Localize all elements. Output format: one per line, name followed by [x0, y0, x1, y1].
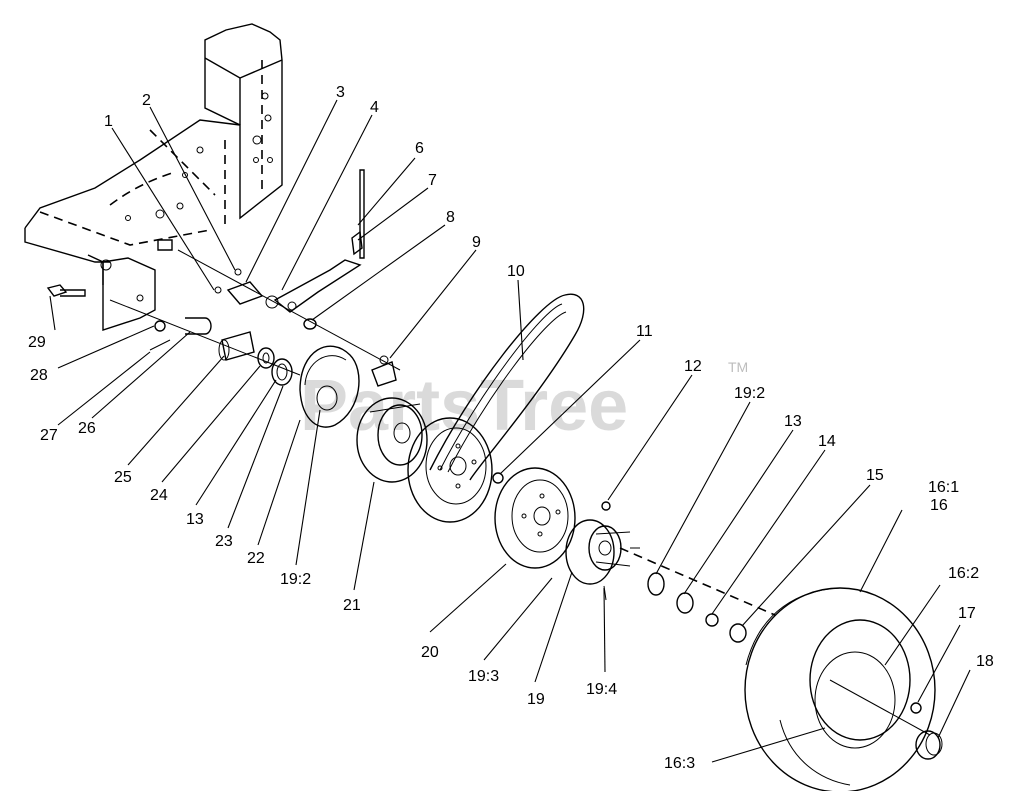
- callout-16-2: 16:2: [948, 565, 979, 582]
- callout-1: 1: [104, 113, 113, 130]
- callout-13-left: 13: [186, 511, 204, 528]
- callout-7: 7: [428, 172, 437, 189]
- callout-15: 15: [866, 467, 884, 484]
- callout-19-2-left: 19:2: [280, 571, 311, 588]
- callout-10: 10: [507, 263, 525, 280]
- callout-18: 18: [976, 653, 994, 670]
- callout-24: 24: [150, 487, 168, 504]
- callout-16-3: 16:3: [664, 755, 695, 772]
- small-hardware: [46, 169, 401, 387]
- callout-20: 20: [421, 644, 439, 661]
- callout-2: 2: [142, 92, 151, 109]
- callout-labels: 1 2 3 4 6 7 8 9 10 11 12 19:2 13 14 15 1…: [28, 84, 994, 772]
- pulley-assembly: [299, 293, 776, 643]
- callout-19-4: 19:4: [586, 681, 617, 698]
- callout-12: 12: [684, 358, 702, 375]
- callout-16: 16: [930, 497, 948, 514]
- callout-17: 17: [958, 605, 976, 622]
- callout-22: 22: [247, 550, 265, 567]
- callout-19: 19: [527, 691, 545, 708]
- leader-lines: [49, 99, 971, 763]
- callout-19-2-right: 19:2: [734, 385, 765, 402]
- callout-25: 25: [114, 469, 132, 486]
- callout-6: 6: [415, 140, 424, 157]
- callout-19-3: 19:3: [468, 668, 499, 685]
- callout-8: 8: [446, 209, 455, 226]
- callout-4: 4: [370, 99, 379, 116]
- callout-23: 23: [215, 533, 233, 550]
- callout-16-1: 16:1: [928, 479, 959, 496]
- watermark-trademark: TM: [728, 359, 748, 375]
- callout-26: 26: [78, 420, 96, 437]
- callout-3: 3: [336, 84, 345, 101]
- frame-assembly: [24, 23, 283, 331]
- callout-14: 14: [818, 433, 836, 450]
- callout-11: 11: [636, 323, 653, 340]
- wheel-assembly: [744, 587, 943, 791]
- callout-27: 27: [40, 427, 58, 444]
- watermark-text: PartsTree: [300, 366, 628, 446]
- callout-29: 29: [28, 334, 46, 351]
- callout-13-right: 13: [784, 413, 802, 430]
- callout-21: 21: [343, 597, 361, 614]
- callout-9: 9: [472, 234, 481, 251]
- callout-28: 28: [30, 367, 48, 384]
